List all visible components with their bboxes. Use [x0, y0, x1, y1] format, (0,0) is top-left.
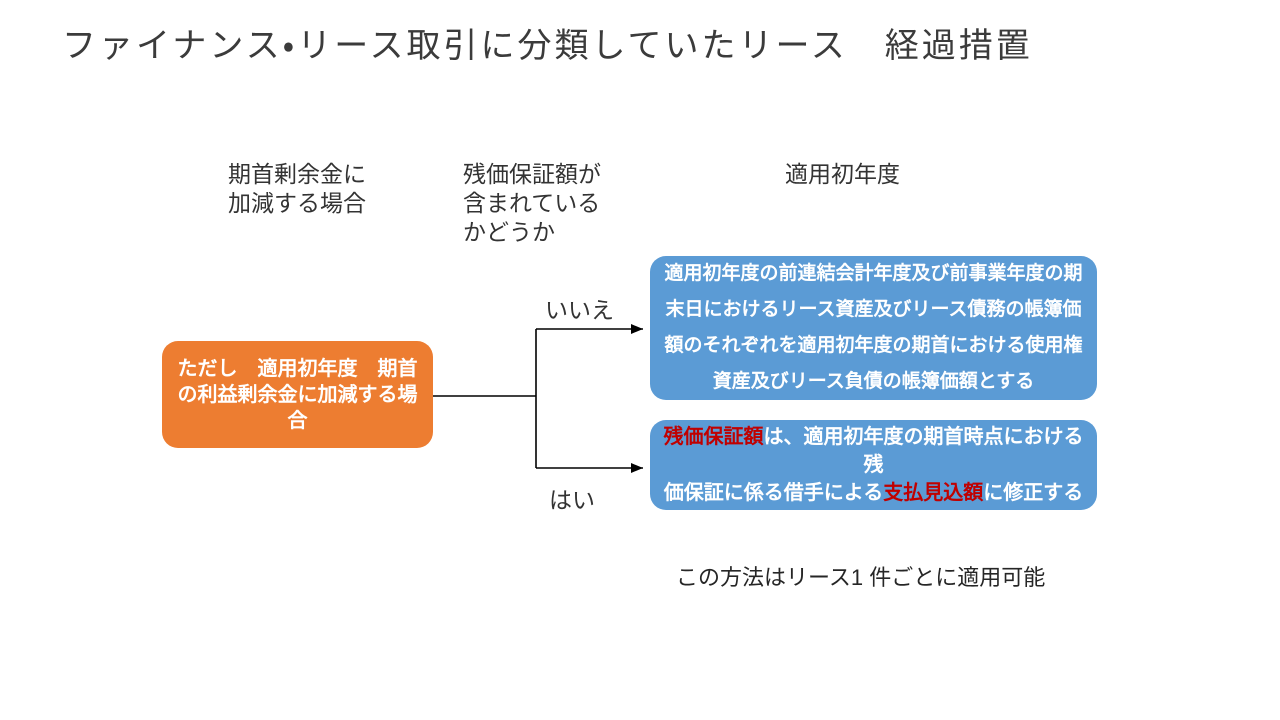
decision-box-retained-earnings: ただし 適用初年度 期首 の利益剰余金に加減する場 合 [162, 341, 433, 448]
column-header-opening-surplus: 期首剰余金に 加減する場合 [228, 161, 366, 216]
column-header-first-year: 適用初年度 [785, 161, 900, 187]
decision-box-label: ただし 適用初年度 期首 の利益剰余金に加減する場 合 [177, 357, 418, 432]
branch-label-no: いいえ [545, 297, 614, 323]
outcome-yes-segment-middle: は、適用初年度の期首時点における残 価保証に係る借手による [663, 426, 1084, 504]
outcome-yes-text: 残価保証額は、適用初年度の期首時点における残 価保証に係る借手による支払見込額に… [662, 423, 1085, 507]
footnote-per-lease-application: この方法はリース1 件ごとに適用可能 [676, 565, 1046, 590]
outcome-no-label: 適用初年度の前連結会計年度及び前事業年度の期 末日におけるリース資産及びリース債… [664, 263, 1083, 392]
outcome-yes-segment-expected-payment: 支払見込額 [883, 482, 984, 504]
branch-label-yes: はい [549, 487, 595, 513]
outcome-yes-segment-residual-amount: 残価保証額 [663, 426, 764, 448]
outcome-box-residual-guarantee: 残価保証額は、適用初年度の期首時点における残 価保証に係る借手による支払見込額に… [650, 420, 1097, 510]
outcome-box-no-residual-guarantee: 適用初年度の前連結会計年度及び前事業年度の期 末日におけるリース資産及びリース債… [650, 256, 1097, 400]
column-header-residual-guarantee: 残価保証額が 含まれている かどうか [463, 161, 601, 245]
outcome-yes-segment-end: に修正する [983, 482, 1084, 504]
slide-title: ファイナンス・リース取引に分類していたリース 経過措置 [62, 27, 1033, 65]
